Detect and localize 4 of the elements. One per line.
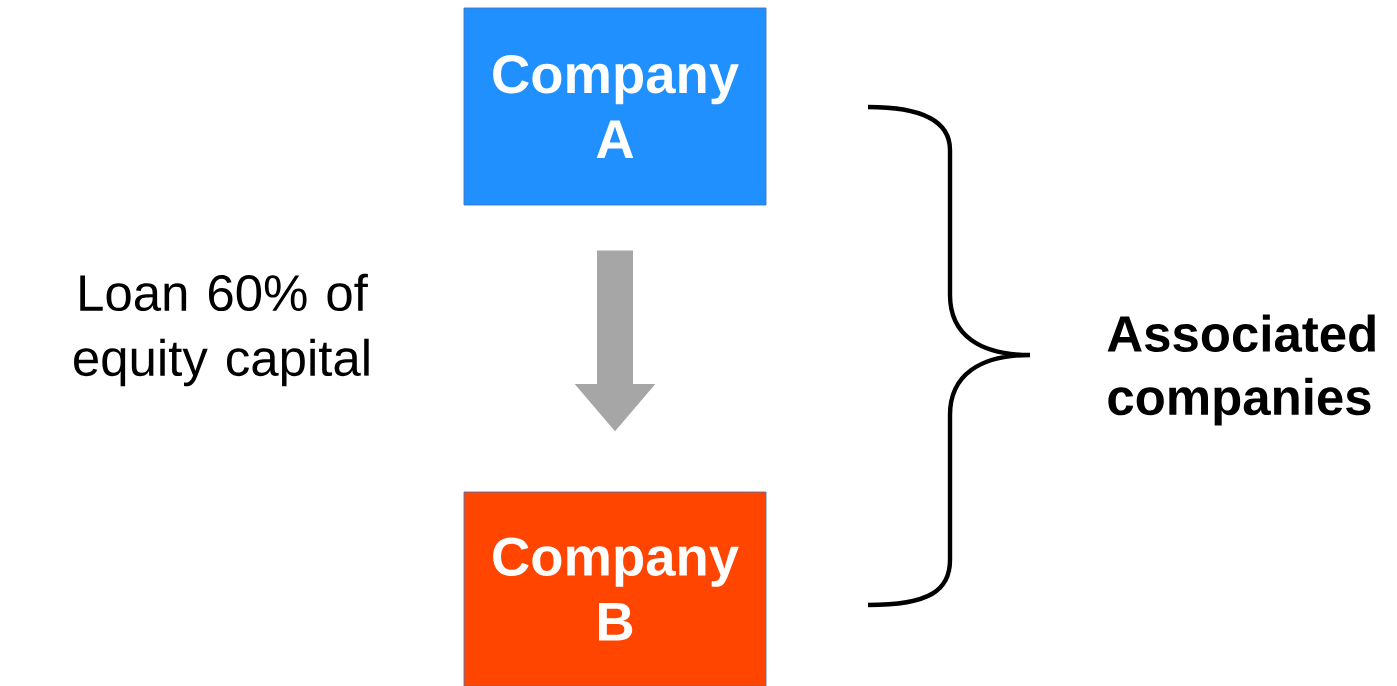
company-box: Company A [463, 7, 767, 206]
company-box: Company B [463, 491, 767, 686]
edge-label: Loan 60% of equity capital [74, 273, 369, 387]
group-label: Associated companies [1107, 314, 1375, 426]
